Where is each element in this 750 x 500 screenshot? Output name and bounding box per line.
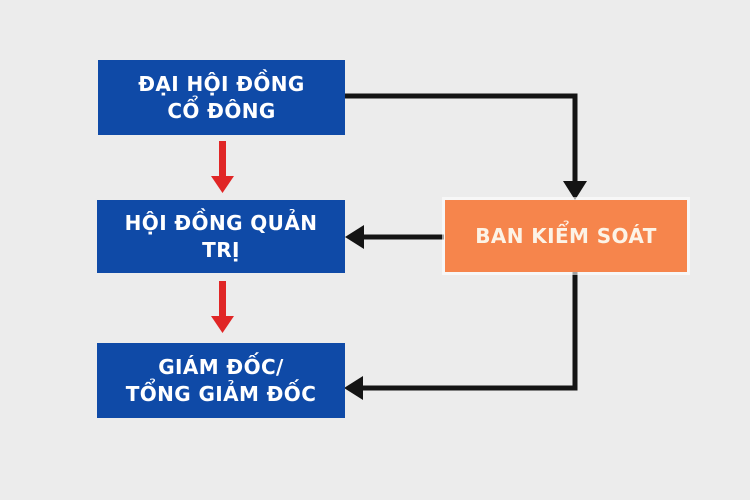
node-shareholders-label: ĐẠI HỘI ĐỒNG CỔ ĐÔNG: [138, 72, 305, 123]
arrowhead-left-icon: [345, 225, 364, 249]
edge-line: [362, 270, 578, 391]
node-shareholders: ĐẠI HỘI ĐỒNG CỔ ĐÔNG: [98, 60, 345, 135]
edge-supervisory-board: [345, 225, 444, 249]
edge-shareholders-supervisory: [345, 93, 587, 200]
arrowhead-down-icon: [211, 316, 234, 333]
arrowhead-down-icon: [563, 181, 587, 200]
node-board-label: HỘI ĐỒNG QUẢN TRỊ: [124, 211, 318, 262]
node-director-label: GIÁM ĐỐC/ TỔNG GIẢM ĐỐC: [125, 355, 317, 406]
edge-line: [345, 93, 578, 184]
edge-line: [219, 141, 226, 178]
edge-board-director: [211, 281, 234, 333]
arrowhead-down-icon: [211, 176, 234, 193]
edge-shareholders-board: [211, 141, 234, 193]
arrowhead-left-icon: [344, 376, 363, 400]
node-board: HỘI ĐỒNG QUẢN TRỊ: [97, 200, 345, 273]
node-director: GIÁM ĐỐC/ TỔNG GIẢM ĐỐC: [97, 343, 345, 418]
edge-line: [219, 281, 226, 318]
node-supervisory-label: BAN KIỂM SOÁT: [475, 223, 657, 248]
edge-supervisory-director: [344, 270, 578, 400]
node-supervisory: BAN KIỂM SOÁT: [445, 200, 687, 272]
